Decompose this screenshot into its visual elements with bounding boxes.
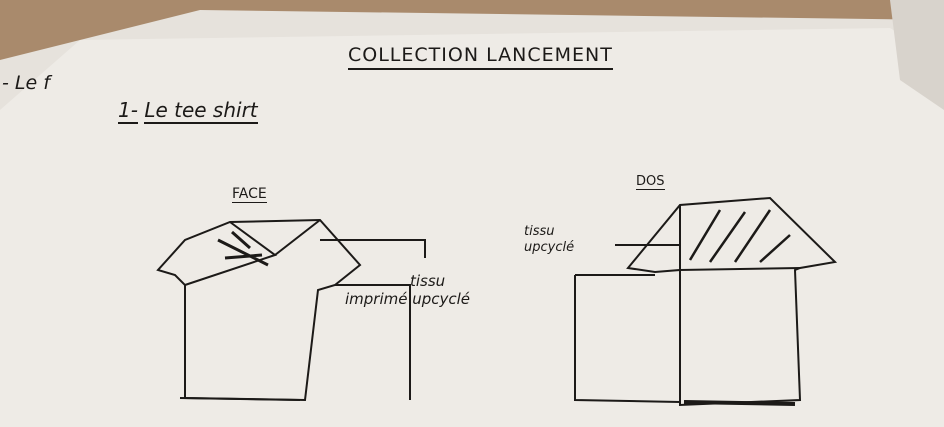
collection-title: COLLECTION LANCEMENT — [348, 44, 613, 70]
front-tshirt-drawing — [156, 218, 426, 402]
face-annotation-line1: tissu — [410, 272, 446, 290]
section-heading: 1- Le tee shirt — [118, 98, 258, 124]
section-label: Le tee shirt — [144, 98, 258, 124]
previous-page-heading: - Le f — [2, 72, 50, 94]
face-annotation-line2: imprimé upcyclé — [345, 290, 471, 308]
front-paper — [0, 28, 944, 427]
dos-annotation-line2: upcyclé — [524, 240, 575, 255]
dos-annotation-line1: tissu — [524, 224, 555, 239]
back-tshirt-drawing — [574, 196, 838, 407]
face-label: FACE — [232, 186, 267, 203]
corner-paper — [890, 0, 944, 110]
dos-label: DOS — [636, 174, 665, 190]
section-number: 1- — [118, 98, 138, 124]
